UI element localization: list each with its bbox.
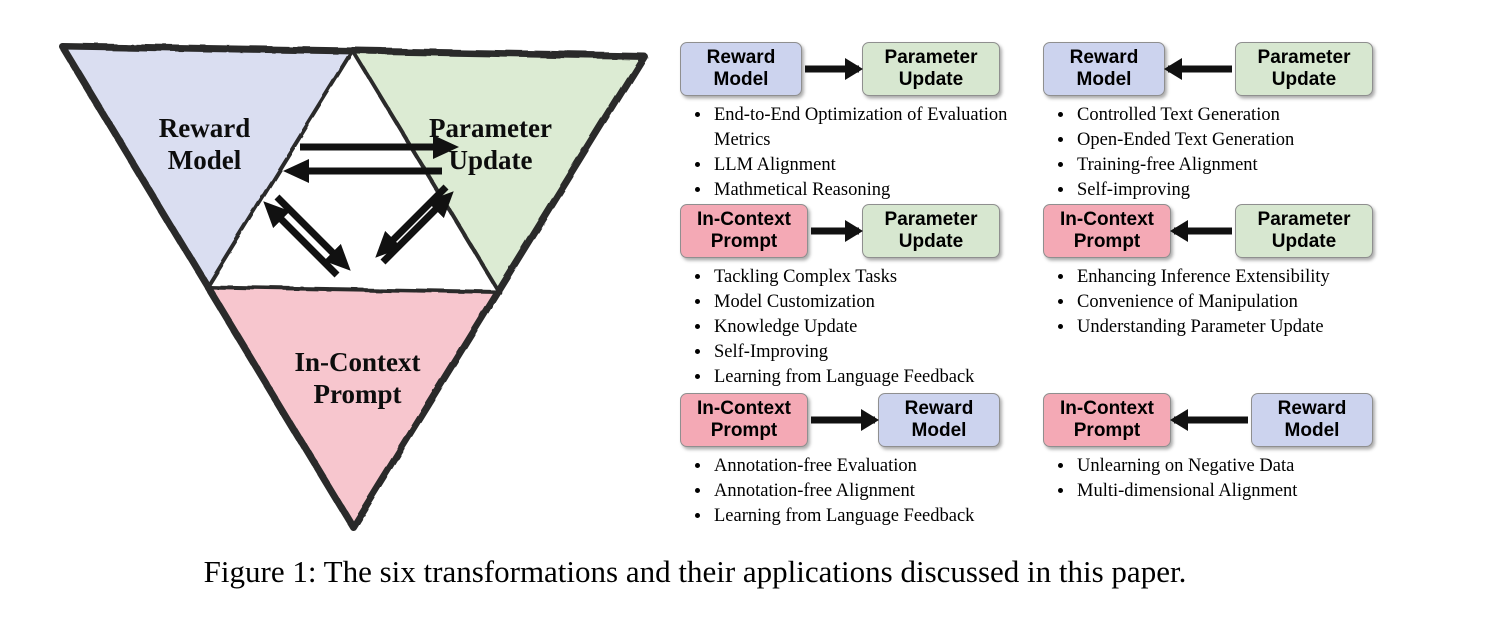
transformation-panel-rm-to-pu: Reward Model Parameter Update End-to-End… bbox=[680, 42, 1010, 203]
application-item: Model Customization bbox=[712, 290, 1010, 315]
box-label: In-Context Prompt bbox=[1060, 398, 1154, 441]
arrow-right-icon bbox=[802, 42, 862, 96]
application-item: End-to-End Optimization of Evaluation Me… bbox=[712, 103, 1010, 153]
transformation-panel-icp-to-pu: In-Context Prompt Parameter Update Tackl… bbox=[680, 204, 1010, 390]
transformation-panel-icp-to-rm: In-Context Prompt Reward Model Annotatio… bbox=[680, 393, 1010, 529]
application-list: Tackling Complex Tasks Model Customizati… bbox=[680, 265, 1010, 390]
in-context-prompt-box: In-Context Prompt bbox=[680, 393, 808, 447]
application-item: Annotation-free Evaluation bbox=[712, 454, 1010, 479]
outer-triangle-border bbox=[58, 42, 648, 531]
box-label: Reward Model bbox=[1277, 398, 1347, 441]
application-list: Annotation-free Evaluation Annotation-fr… bbox=[680, 454, 1010, 529]
application-list: Controlled Text Generation Open-Ended Te… bbox=[1043, 103, 1423, 203]
application-list: Enhancing Inference Extensibility Conven… bbox=[1043, 265, 1438, 340]
application-item: Understanding Parameter Update bbox=[1075, 315, 1438, 340]
application-item: Unlearning on Negative Data bbox=[1075, 454, 1423, 479]
in-context-prompt-box: In-Context Prompt bbox=[680, 204, 808, 258]
parameter-update-box: Parameter Update bbox=[862, 204, 1000, 258]
application-item: Learning from Language Feedback bbox=[712, 504, 1010, 529]
figure-caption: Figure 1: The six transformations and th… bbox=[203, 554, 1187, 589]
arrow-icp-to-rm-icon bbox=[263, 201, 340, 278]
box-label: Reward Model bbox=[1069, 47, 1139, 90]
application-item: Controlled Text Generation bbox=[1075, 103, 1423, 128]
box-label: In-Context Prompt bbox=[1060, 209, 1154, 252]
triangle-diagram: Reward Model Parameter Update In-Context… bbox=[0, 0, 660, 540]
application-item: Convenience of Manipulation bbox=[1075, 290, 1438, 315]
parameter-update-region-label: Parameter Update bbox=[429, 113, 552, 175]
transformation-header: In-Context Prompt Parameter Update bbox=[680, 204, 1000, 258]
application-item: Self-improving bbox=[1075, 178, 1423, 203]
in-context-prompt-box: In-Context Prompt bbox=[1043, 204, 1171, 258]
box-label: Parameter Update bbox=[1257, 209, 1351, 252]
application-item: LLM Alignment bbox=[712, 153, 1010, 178]
transformation-panel-pu-to-icp: In-Context Prompt Parameter Update Enhan… bbox=[1043, 204, 1438, 340]
reward-model-box: Reward Model bbox=[1043, 42, 1165, 96]
transformation-header: In-Context Prompt Parameter Update bbox=[1043, 204, 1373, 258]
application-item: Self-Improving bbox=[712, 340, 1010, 365]
arrow-right-icon bbox=[808, 204, 862, 258]
transformation-header: In-Context Prompt Reward Model bbox=[680, 393, 1000, 447]
application-item: Annotation-free Alignment bbox=[712, 479, 1010, 504]
parameter-update-box: Parameter Update bbox=[1235, 204, 1373, 258]
arrow-icp-to-pu-icon bbox=[380, 191, 454, 265]
reward-model-box: Reward Model bbox=[680, 42, 802, 96]
application-item: Enhancing Inference Extensibility bbox=[1075, 265, 1438, 290]
in-context-prompt-region-label: In-Context Prompt bbox=[294, 347, 421, 409]
application-item: Learning from Language Feedback bbox=[712, 365, 1010, 390]
transformation-header: Reward Model Parameter Update bbox=[680, 42, 1000, 96]
reward-model-region-label: Reward Model bbox=[158, 113, 251, 175]
reward-model-box: Reward Model bbox=[878, 393, 1000, 447]
arrow-right-icon bbox=[808, 393, 878, 447]
transformation-header: In-Context Prompt Reward Model bbox=[1043, 393, 1373, 447]
box-label: In-Context Prompt bbox=[697, 209, 791, 252]
application-item: Open-Ended Text Generation bbox=[1075, 128, 1423, 153]
application-item: Tackling Complex Tasks bbox=[712, 265, 1010, 290]
arrow-left-icon bbox=[1171, 204, 1235, 258]
transformation-panel-rm-to-icp: In-Context Prompt Reward Model Unlearnin… bbox=[1043, 393, 1423, 504]
triangle-svg bbox=[58, 42, 648, 531]
application-list: Unlearning on Negative Data Multi-dimens… bbox=[1043, 454, 1423, 504]
parameter-update-box: Parameter Update bbox=[1235, 42, 1373, 96]
application-item: Multi-dimensional Alignment bbox=[1075, 479, 1423, 504]
application-list: End-to-End Optimization of Evaluation Me… bbox=[680, 103, 1010, 203]
in-context-prompt-box: In-Context Prompt bbox=[1043, 393, 1171, 447]
application-item: Mathmetical Reasoning bbox=[712, 178, 1010, 203]
application-item: Training-free Alignment bbox=[1075, 153, 1423, 178]
box-label: Parameter Update bbox=[884, 47, 978, 90]
arrow-pu-to-icp-icon bbox=[375, 184, 449, 258]
box-label: In-Context Prompt bbox=[697, 398, 791, 441]
transformation-header: Reward Model Parameter Update bbox=[1043, 42, 1373, 96]
box-label: Reward Model bbox=[904, 398, 974, 441]
application-item: Knowledge Update bbox=[712, 315, 1010, 340]
box-label: Reward Model bbox=[706, 47, 776, 90]
transformation-panel-pu-to-rm: Reward Model Parameter Update Controlled… bbox=[1043, 42, 1423, 203]
arrow-left-icon bbox=[1165, 42, 1235, 96]
parameter-update-box: Parameter Update bbox=[862, 42, 1000, 96]
box-label: Parameter Update bbox=[1257, 47, 1351, 90]
reward-model-box: Reward Model bbox=[1251, 393, 1373, 447]
arrow-left-icon bbox=[1171, 393, 1251, 447]
box-label: Parameter Update bbox=[884, 209, 978, 252]
